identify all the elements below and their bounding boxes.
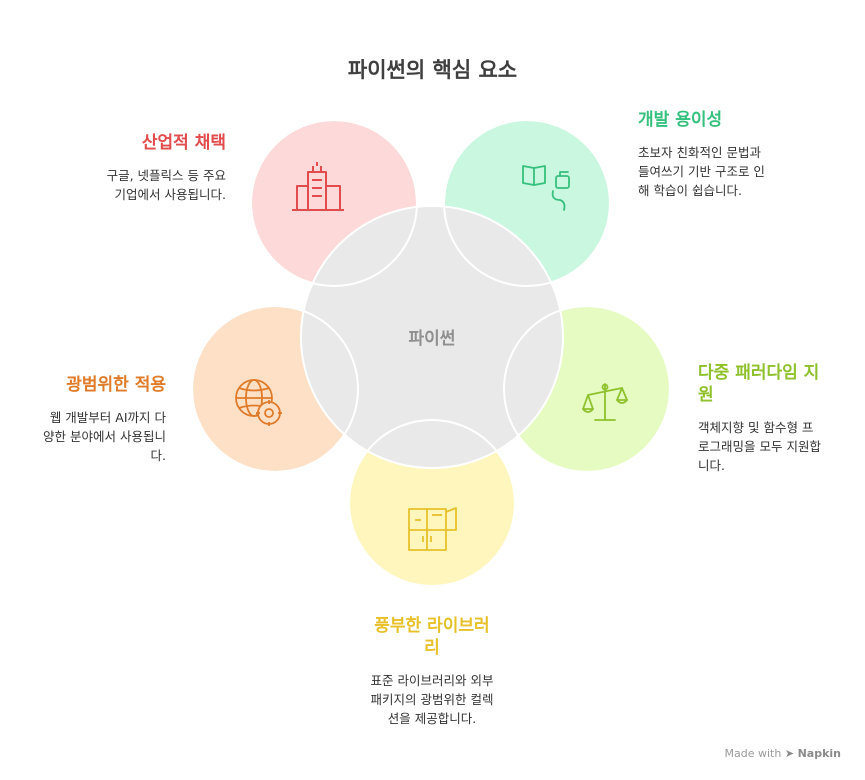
- diagram-title: 파이썬의 핵심 요소: [347, 58, 518, 82]
- ease-desc: 초보자 친화적인 문법과 들여쓰기 기반 구조로 인 해 학습이 쉽습니다.: [638, 143, 838, 200]
- library-label: 풍부한 라이브러 리 표준 라이브러리와 외부 패키지의 광범위한 컬렉 션을 …: [332, 615, 532, 728]
- library-heading: 풍부한 라이브러 리: [332, 615, 532, 659]
- paradigm-heading: 다중 패러다임 지 원: [698, 362, 848, 406]
- application-desc-line: 다.: [150, 448, 166, 463]
- balance-scale-icon: [582, 383, 628, 421]
- ease-label: 개발 용이성 초보자 친화적인 문법과 들여쓰기 기반 구조로 인 해 학습이 …: [638, 109, 838, 200]
- library-desc-line: 패키지의 광범위한 컬렉: [370, 692, 494, 707]
- napkin-brand: Napkin: [797, 747, 841, 760]
- library-cabinet-icon: [408, 507, 457, 551]
- library-heading-line: 풍부한 라이브러: [374, 616, 490, 636]
- napkin-logo-icon: ➤: [784, 747, 795, 760]
- ease-desc-line: 초보자 친화적인 문법과: [638, 145, 761, 160]
- industry-label: 산업적 채택 구글, 넷플릭스 등 주요 기업에서 사용됩니다.: [30, 132, 226, 204]
- center-label: 파이썬: [408, 329, 456, 349]
- industry-heading: 산업적 채택: [141, 133, 226, 153]
- industry-desc-line: 구글, 넷플릭스 등 주요: [106, 168, 226, 183]
- buildings-icon: [292, 162, 344, 211]
- paradigm-desc: 객체지향 및 함수형 프 로그래밍을 모두 지원합 니다.: [698, 418, 848, 475]
- library-desc-line: 션을 제공합니다.: [387, 711, 477, 726]
- paradigm-heading-line: 원: [698, 385, 714, 405]
- application-desc-line: 양한 분야에서 사용됩니: [43, 429, 166, 444]
- library-desc: 표준 라이브러리와 외부 패키지의 광범위한 컬렉 션을 제공합니다.: [332, 671, 532, 728]
- application-label: 광범위한 적용 웹 개발부터 AI까지 다 양한 분야에서 사용됩니 다.: [16, 374, 166, 465]
- ease-desc-line: 들여쓰기 기반 구조로 인: [638, 164, 765, 179]
- center-circle: [300, 205, 564, 469]
- application-heading: 광범위한 적용: [66, 375, 166, 395]
- industry-desc: 구글, 넷플릭스 등 주요 기업에서 사용됩니다.: [30, 166, 226, 204]
- ease-heading: 개발 용이성: [638, 110, 723, 130]
- industry-desc-line: 기업에서 사용됩니다.: [114, 187, 226, 202]
- library-heading-line: 리: [424, 638, 440, 658]
- globe-gear-icon: [235, 379, 282, 426]
- paradigm-label: 다중 패러다임 지 원 객체지향 및 함수형 프 로그래밍을 모두 지원합 니다…: [698, 362, 848, 475]
- learning-book-icon: [522, 165, 570, 211]
- library-desc-line: 표준 라이브러리와 외부: [370, 673, 494, 688]
- ease-desc-line: 해 학습이 쉽습니다.: [638, 183, 742, 198]
- application-desc: 웹 개발부터 AI까지 다 양한 분야에서 사용됩니 다.: [16, 408, 166, 465]
- paradigm-desc-line: 객체지향 및 함수형 프: [698, 420, 814, 435]
- application-desc-line: 웹 개발부터 AI까지 다: [49, 410, 166, 425]
- paradigm-desc-line: 니다.: [698, 458, 725, 473]
- footer-attribution: Made with ➤ Napkin: [725, 747, 841, 760]
- made-with-text: Made with: [724, 747, 782, 760]
- paradigm-heading-line: 다중 패러다임 지: [698, 363, 820, 383]
- paradigm-desc-line: 로그래밍을 모두 지원합: [698, 439, 821, 454]
